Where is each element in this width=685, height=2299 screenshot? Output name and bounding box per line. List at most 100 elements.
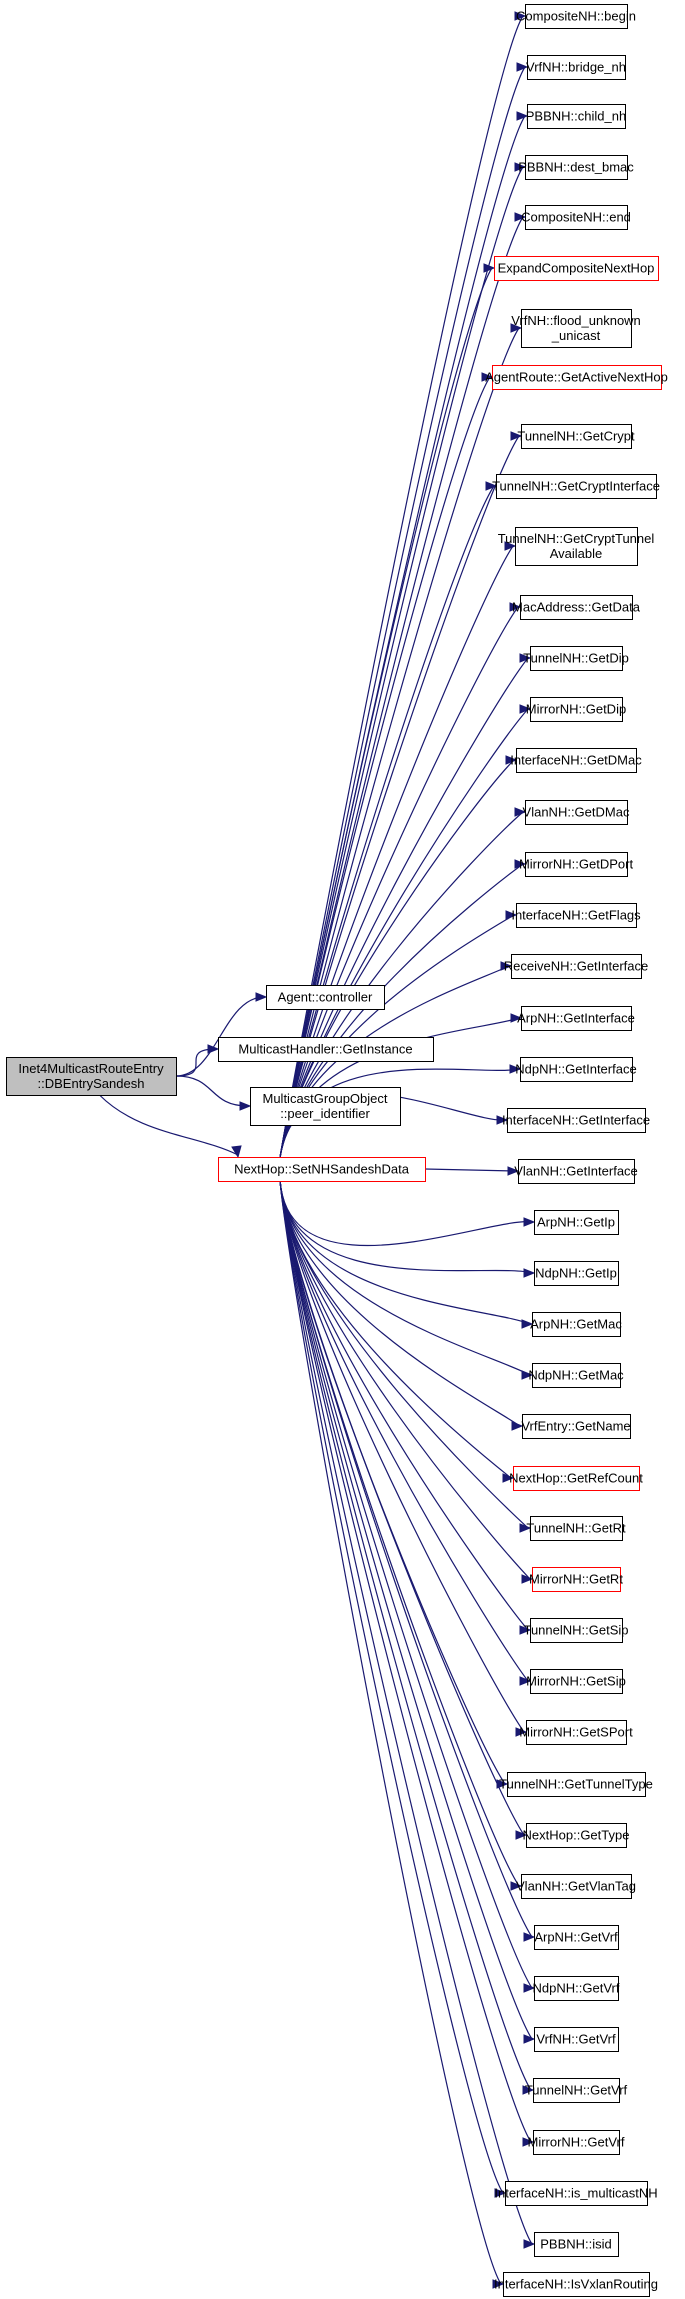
node-hub-callee-34[interactable]: MirrorNH::GetSPort (519, 1720, 633, 1745)
node-hub-callee-9[interactable]: TunnelNH::GetCrypt (517, 424, 635, 449)
node-hub-callee-12-label: MacAddress::GetData (512, 600, 641, 615)
node-hub-callee-36[interactable]: NextHop::GetType (523, 1823, 630, 1848)
node-hub-callee-10[interactable]: TunnelNH::GetCryptInterface (492, 474, 660, 499)
node-hub-callee-9-box (521, 424, 632, 449)
node-hub-callee-3[interactable]: PBBNH::child_nh (526, 104, 626, 129)
node-hub-callee-38[interactable]: ArpNH::GetVrf (534, 1925, 619, 1950)
node-root-callee-2[interactable]: MulticastHandler::GetInstance (218, 1037, 434, 1062)
node-hub-callee-33[interactable]: MirrorNH::GetSip (526, 1669, 626, 1694)
node-root-callee-3-box (250, 1087, 401, 1126)
edge-hub-to-h41-line (279, 1180, 532, 2143)
node-hub-callee-44-box (534, 2232, 619, 2257)
node-hub-callee-25[interactable]: NdpNH::GetIp (534, 1261, 619, 1286)
edge-hub-to-h33-arrowhead (515, 1727, 528, 1737)
node-hub-callee-7[interactable]: VrfNH::flood_unknown_unicast (511, 309, 641, 348)
edge-hub-to-h44-line (279, 1180, 502, 2285)
node-hub-label: NextHop::SetNHSandeshData (234, 1162, 410, 1177)
edge-hub-to-h29 (279, 1180, 532, 1533)
node-hub-callee-7-label: VrfNH::flood_unknown (511, 313, 641, 328)
node-hub-callee-21[interactable]: NdpNH::GetInterface (515, 1057, 637, 1082)
node-hub-callee-23[interactable]: VlanNH::GetInterface (514, 1159, 638, 1184)
node-hub-callee-45[interactable]: InterfaceNH::IsVxlanRouting (494, 2272, 658, 2297)
node-hub-callee-8[interactable]: AgentRoute::GetActiveNextHop (485, 365, 668, 390)
edge-hub-to-h24-arrowhead (523, 1268, 536, 1278)
edge-hub-to-h32-arrowhead (519, 1676, 532, 1686)
edge-hub-to-h14-arrowhead (505, 755, 518, 765)
node-hub-callee-1[interactable]: CompositeNH::begin (516, 4, 636, 29)
node-hub-callee-39[interactable]: NdpNH::GetVrf (533, 1976, 620, 2001)
node-hub-callee-22[interactable]: InterfaceNH::GetInterface (502, 1108, 650, 1133)
node-hub-callee-30[interactable]: TunnelNH::GetRt (526, 1516, 626, 1541)
edge-hub-to-h33-line (279, 1180, 525, 1733)
node-hub-callee-23-label: VlanNH::GetInterface (514, 1164, 638, 1179)
edge-hub-to-h5-line (279, 267, 493, 1158)
node-hub-callee-6[interactable]: ExpandCompositeNextHop (494, 256, 659, 281)
edge-hub-to-h22-line (424, 1168, 517, 1172)
node-hub-callee-2-label: VrfNH::bridge_nh (526, 60, 626, 75)
node-hub-callee-13[interactable]: TunnelNH::GetDip (523, 646, 629, 671)
node-hub[interactable]: NextHop::SetNHSandeshData (218, 1157, 426, 1182)
edge-root-to-r2-arrowhead (207, 1044, 220, 1054)
node-hub-callee-29[interactable]: NextHop::GetRefCount (509, 1466, 643, 1491)
node-hub-callee-28[interactable]: VrfEntry::GetName (521, 1414, 631, 1439)
edge-hub-to-h25-line (279, 1180, 531, 1325)
edge-hub-to-h19 (279, 1013, 523, 1158)
node-hub-callee-20[interactable]: ArpNH::GetInterface (517, 1006, 635, 1031)
node-hub-callee-18[interactable]: InterfaceNH::GetFlags (511, 903, 641, 928)
node-hub-callee-41[interactable]: TunnelNH::GetVrf (525, 2078, 628, 2103)
node-hub-callee-32-label: TunnelNH::GetSip (523, 1623, 628, 1638)
node-root-callee-1[interactable]: Agent::controller (266, 985, 385, 1010)
node-hub-callee-35[interactable]: TunnelNH::GetTunnelType (499, 1772, 653, 1797)
node-hub-callee-37[interactable]: VlanNH::GetVlanTag (516, 1874, 636, 1899)
node-root[interactable]: Inet4MulticastRouteEntry::DBEntrySandesh (6, 1057, 177, 1096)
edge-hub-to-h8-arrowhead (510, 431, 523, 441)
node-hub-callee-17[interactable]: MirrorNH::GetDPort (519, 852, 634, 877)
edge-hub-to-h10-arrowhead (504, 541, 517, 551)
edge-hub-to-h10 (279, 541, 517, 1158)
node-hub-callee-32[interactable]: TunnelNH::GetSip (523, 1618, 629, 1643)
node-hub-callee-31[interactable]: MirrorNH::GetRt (529, 1567, 623, 1592)
node-root-callee-3-label: MulticastGroupObject (263, 1091, 388, 1106)
edge-hub-to-h12-arrowhead (519, 653, 532, 663)
edge-hub-to-h24-line (279, 1180, 533, 1274)
edge-hub-to-h9-arrowhead (485, 481, 498, 491)
edge-hub-to-h41 (279, 1180, 535, 2147)
node-hub-callee-5-box (525, 205, 628, 230)
node-hub-callee-43[interactable]: InterfaceNH::is_multicastNH (494, 2181, 658, 2206)
node-root-box (6, 1057, 177, 1096)
edge-root-to-r3-line (175, 1075, 249, 1107)
node-hub-callee-42-label: MirrorNH::GetVrf (527, 2135, 624, 2150)
node-hub-callee-18-label: InterfaceNH::GetFlags (511, 908, 641, 923)
node-hub-callee-40[interactable]: VrfNH::GetVrf (534, 2027, 619, 2052)
node-hub-callee-2[interactable]: VrfNH::bridge_nh (526, 55, 626, 80)
node-hub-callee-16[interactable]: VlanNH::GetDMac (523, 800, 630, 825)
node-hub-callee-3-label: PBBNH::child_nh (526, 109, 626, 124)
edge-hub-to-h36 (279, 1180, 523, 1891)
node-hub-callee-42[interactable]: MirrorNH::GetVrf (527, 2130, 625, 2155)
node-hub-callee-12[interactable]: MacAddress::GetData (512, 595, 641, 620)
node-hub-callee-4[interactable]: PBBNH::dest_bmac (518, 155, 634, 180)
node-hub-callee-24-label: ArpNH::GetIp (537, 1215, 615, 1230)
node-hub-callee-20-box (521, 1006, 632, 1031)
edge-hub-to-h4-arrowhead (514, 212, 527, 222)
node-hub-callee-27[interactable]: NdpNH::GetMac (528, 1363, 624, 1388)
node-hub-callee-19[interactable]: ReceiveNH::GetInterface (504, 954, 649, 979)
node-hub-callee-19-label: ReceiveNH::GetInterface (504, 959, 649, 974)
edge-hub-to-h28-arrowhead (502, 1473, 515, 1483)
node-hub-callee-44[interactable]: PBBNH::isid (534, 2232, 619, 2257)
edge-hub-to-h35-line (279, 1180, 525, 1836)
edge-hub-to-h3-arrowhead (514, 162, 527, 172)
node-hub-callee-15[interactable]: InterfaceNH::GetDMac (510, 748, 642, 773)
edge-hub-to-h23-arrowhead (523, 1217, 536, 1227)
node-hub-callee-37-label: VlanNH::GetVlanTag (516, 1879, 636, 1894)
node-hub-callee-14[interactable]: MirrorNH::GetDip (526, 697, 626, 722)
edge-hub-to-h38 (279, 1180, 536, 1993)
node-root-callee-3[interactable]: MulticastGroupObject::peer_identifier (250, 1087, 401, 1126)
node-hub-callee-24[interactable]: ArpNH::GetIp (534, 1210, 619, 1235)
node-hub-callee-24-box (534, 1210, 619, 1235)
edge-hub-to-h15-arrowhead (514, 807, 527, 817)
node-hub-callee-5[interactable]: CompositeNH::end (521, 205, 631, 230)
node-hub-callee-26[interactable]: ArpNH::GetMac (530, 1312, 622, 1337)
edge-hub-to-h20-arrowhead (509, 1064, 522, 1074)
